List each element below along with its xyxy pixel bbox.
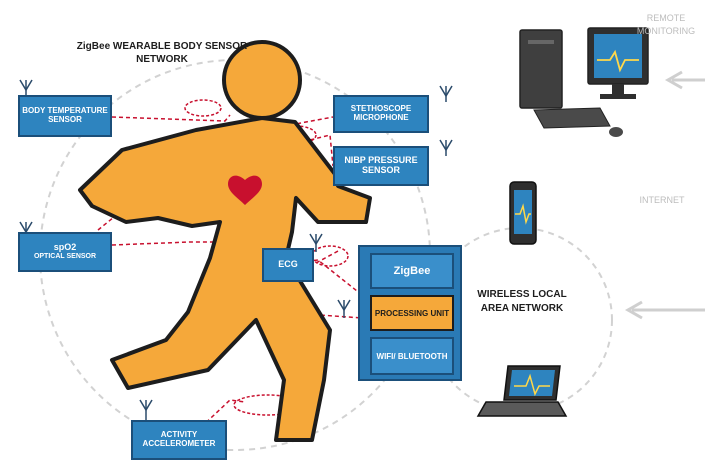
activity-accelerometer-sensor: ACTIVITY ACCELEROMETER bbox=[131, 420, 227, 460]
diagram-title: ZigBee WEARABLE BODY SENSOR NETWORK bbox=[76, 41, 248, 65]
figure-body bbox=[78, 116, 372, 442]
antenna-icon bbox=[139, 399, 153, 420]
wifi-bluetooth-module: WIFI/ BLUETOOTH bbox=[370, 337, 454, 375]
internet-arrow-upper bbox=[664, 70, 705, 90]
hub-device: ZigBee PROCESSING UNIT WIFI/ BLUETOOTH bbox=[358, 245, 462, 381]
internet-label: INTERNET bbox=[639, 195, 685, 205]
smartphone-icon bbox=[509, 181, 537, 245]
running-figure bbox=[78, 40, 372, 442]
spo2-label: spO2 bbox=[53, 242, 77, 253]
zigbee-module: ZigBee bbox=[370, 253, 454, 289]
antenna-icon bbox=[337, 299, 351, 318]
antenna-icon bbox=[439, 85, 453, 102]
spo2-optical-sensor: spO2 OPTICAL SENSOR bbox=[18, 232, 112, 272]
spo2-sublabel: OPTICAL SENSOR bbox=[33, 253, 97, 261]
internet-arrow-lower bbox=[624, 300, 705, 320]
wlan-label: WIRELESS LOCAL AREA NETWORK bbox=[477, 289, 567, 314]
heart-icon bbox=[228, 175, 262, 205]
ecg-sensor: ECG bbox=[262, 248, 314, 282]
antenna-icon bbox=[309, 233, 323, 252]
body-temperature-sensor: BODY TEMPERATURE SENSOR bbox=[18, 95, 112, 137]
laptop-icon bbox=[476, 365, 568, 417]
processing-unit-module: PROCESSING UNIT bbox=[370, 295, 454, 331]
antenna-icon bbox=[439, 139, 453, 156]
stethoscope-microphone-sensor: STETHOSCOPE MICROPHONE bbox=[333, 95, 429, 133]
remote-monitoring-label: REMOTE MONITORING bbox=[636, 13, 696, 36]
desktop-computer-icon bbox=[519, 27, 649, 137]
nibp-pressure-sensor: NIBP PRESSURE SENSOR bbox=[333, 146, 429, 186]
